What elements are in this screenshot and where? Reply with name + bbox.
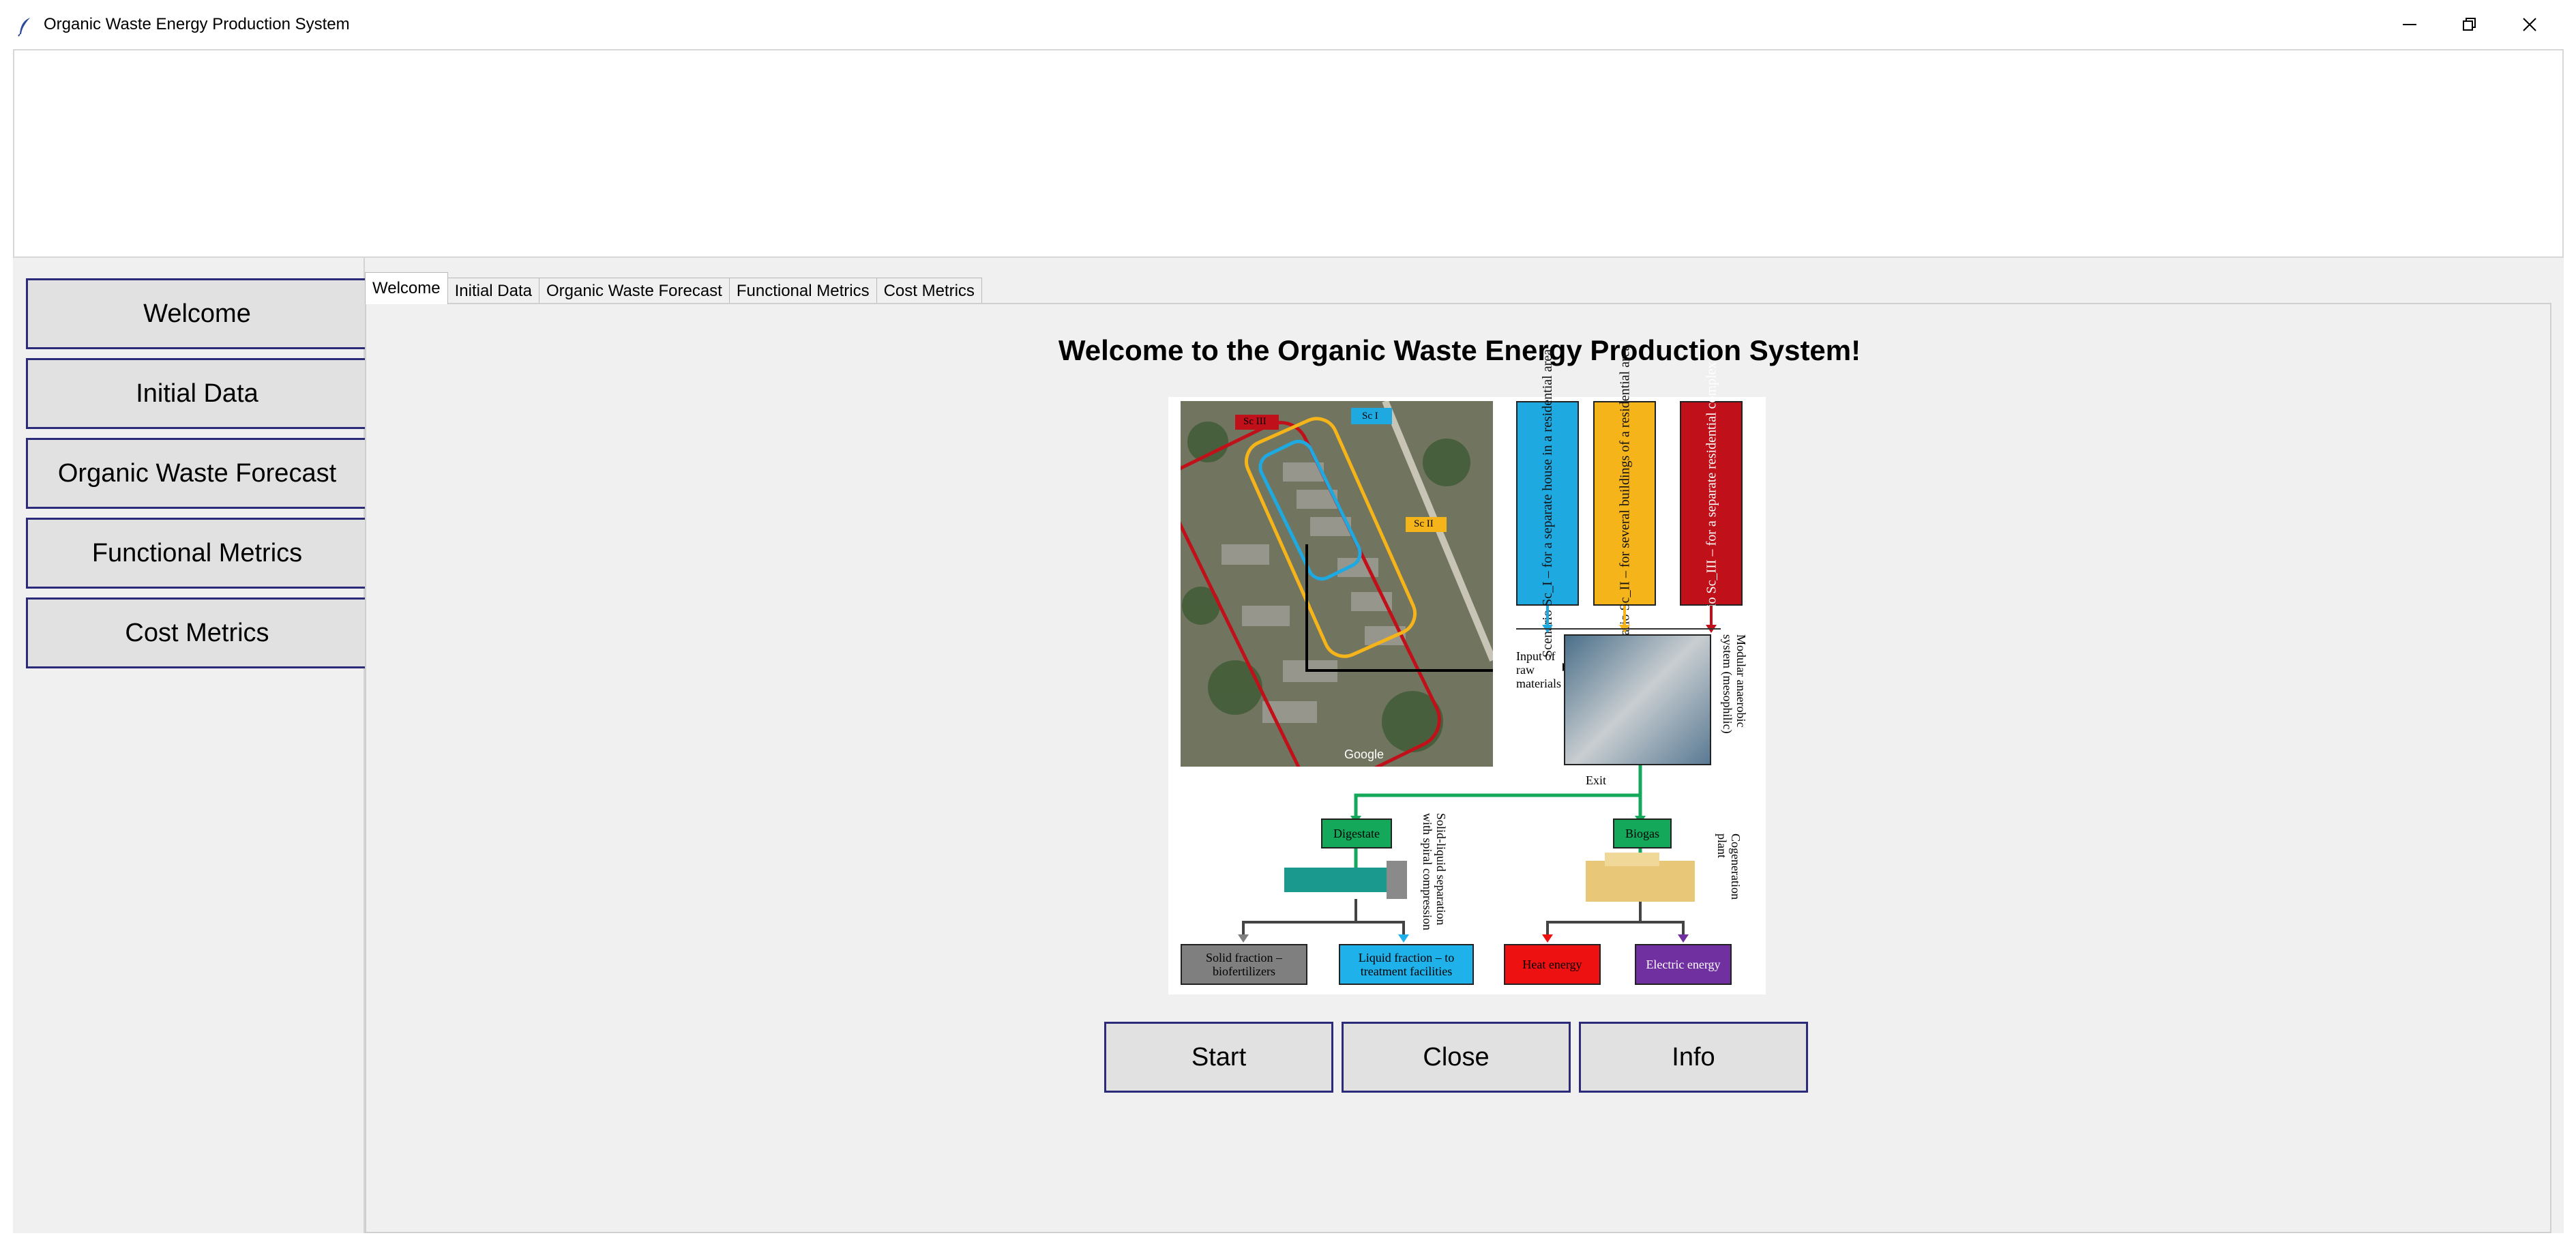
sidebar-item-initial-data[interactable]: Initial Data — [26, 358, 368, 429]
biogas-box: Biogas — [1613, 818, 1672, 848]
tab-welcome[interactable]: Welcome — [365, 272, 448, 304]
input-label: Input of raw materials — [1516, 649, 1561, 690]
minimize-icon — [2403, 24, 2416, 25]
tab-organic-waste-forecast[interactable]: Organic Waste Forecast — [538, 278, 730, 304]
output-electric-energy: Electric energy — [1635, 944, 1732, 985]
tab-strip: Welcome Initial Data Organic Waste Forec… — [365, 272, 982, 304]
system-diagram-image: Sc III Sc I Sc II Google Scenario Sc_I –… — [1168, 345, 1766, 994]
header-frame — [13, 49, 2564, 258]
output-solid-fraction: Solid fraction – biofertilizers — [1181, 944, 1307, 985]
start-button[interactable]: Start — [1104, 1022, 1333, 1093]
output-heat-energy: Heat energy — [1504, 944, 1601, 985]
sidebar-item-cost-metrics[interactable]: Cost Metrics — [26, 597, 368, 668]
close-button[interactable]: Close — [1342, 1022, 1571, 1093]
welcome-heading: Welcome to the Organic Waste Energy Prod… — [1058, 334, 1861, 366]
client-area: Welcome Initial Data Organic Waste Forec… — [13, 258, 2564, 1233]
minimize-button[interactable] — [2380, 0, 2440, 49]
system-label: Modular anaerobic system (mesophilic) — [1721, 634, 1748, 734]
modular-system-photo — [1564, 634, 1711, 765]
map-tag-sc1: Sc I — [1362, 411, 1378, 422]
close-window-button[interactable] — [2500, 0, 2560, 49]
sidebar-item-welcome[interactable]: Welcome — [26, 278, 368, 349]
close-icon — [2523, 18, 2536, 31]
digestate-box: Digestate — [1321, 818, 1392, 848]
scenario-1-box: Scenario Sc_I – for a separate house in … — [1516, 349, 1579, 658]
sidebar-item-organic-waste-forecast[interactable]: Organic Waste Forecast — [26, 438, 368, 509]
diagram-connectors — [1238, 606, 1721, 943]
restore-button[interactable] — [2440, 0, 2500, 49]
sidebar: Welcome Initial Data Organic Waste Forec… — [13, 258, 368, 1233]
restore-icon — [2463, 18, 2476, 31]
map-tag-sc2: Sc II — [1414, 518, 1434, 529]
tab-initial-data[interactable]: Initial Data — [447, 278, 539, 304]
welcome-panel: Welcome to the Organic Waste Energy Prod… — [365, 303, 2551, 1233]
tab-functional-metrics[interactable]: Functional Metrics — [728, 278, 877, 304]
window-title: Organic Waste Energy Production System — [44, 15, 350, 33]
map-credit: Google — [1344, 748, 1385, 761]
title-bar: Organic Waste Energy Production System — [0, 0, 2576, 49]
scenario-2-box: Scenario Sc_II – for several buildings o… — [1593, 345, 1656, 662]
bottom-strip — [0, 1233, 2576, 1255]
output-liquid-fraction: Liquid fraction – to treatment facilitie… — [1339, 944, 1474, 985]
aerial-map: Sc III Sc I Sc II Google — [1181, 401, 1493, 767]
separation-label: Solid-liquid separation with spiral comp… — [1421, 813, 1448, 930]
map-tag-sc3: Sc III — [1243, 416, 1267, 427]
sidebar-item-functional-metrics[interactable]: Functional Metrics — [26, 518, 368, 589]
info-button[interactable]: Info — [1579, 1022, 1808, 1093]
exit-label: Exit — [1586, 773, 1606, 787]
tab-cost-metrics[interactable]: Cost Metrics — [876, 278, 982, 304]
scenario-3-box: Scenario Sc_III – for a separate residen… — [1680, 362, 1743, 645]
feather-icon — [18, 18, 30, 37]
cogeneration-label: Cogeneration plant — [1715, 833, 1743, 900]
